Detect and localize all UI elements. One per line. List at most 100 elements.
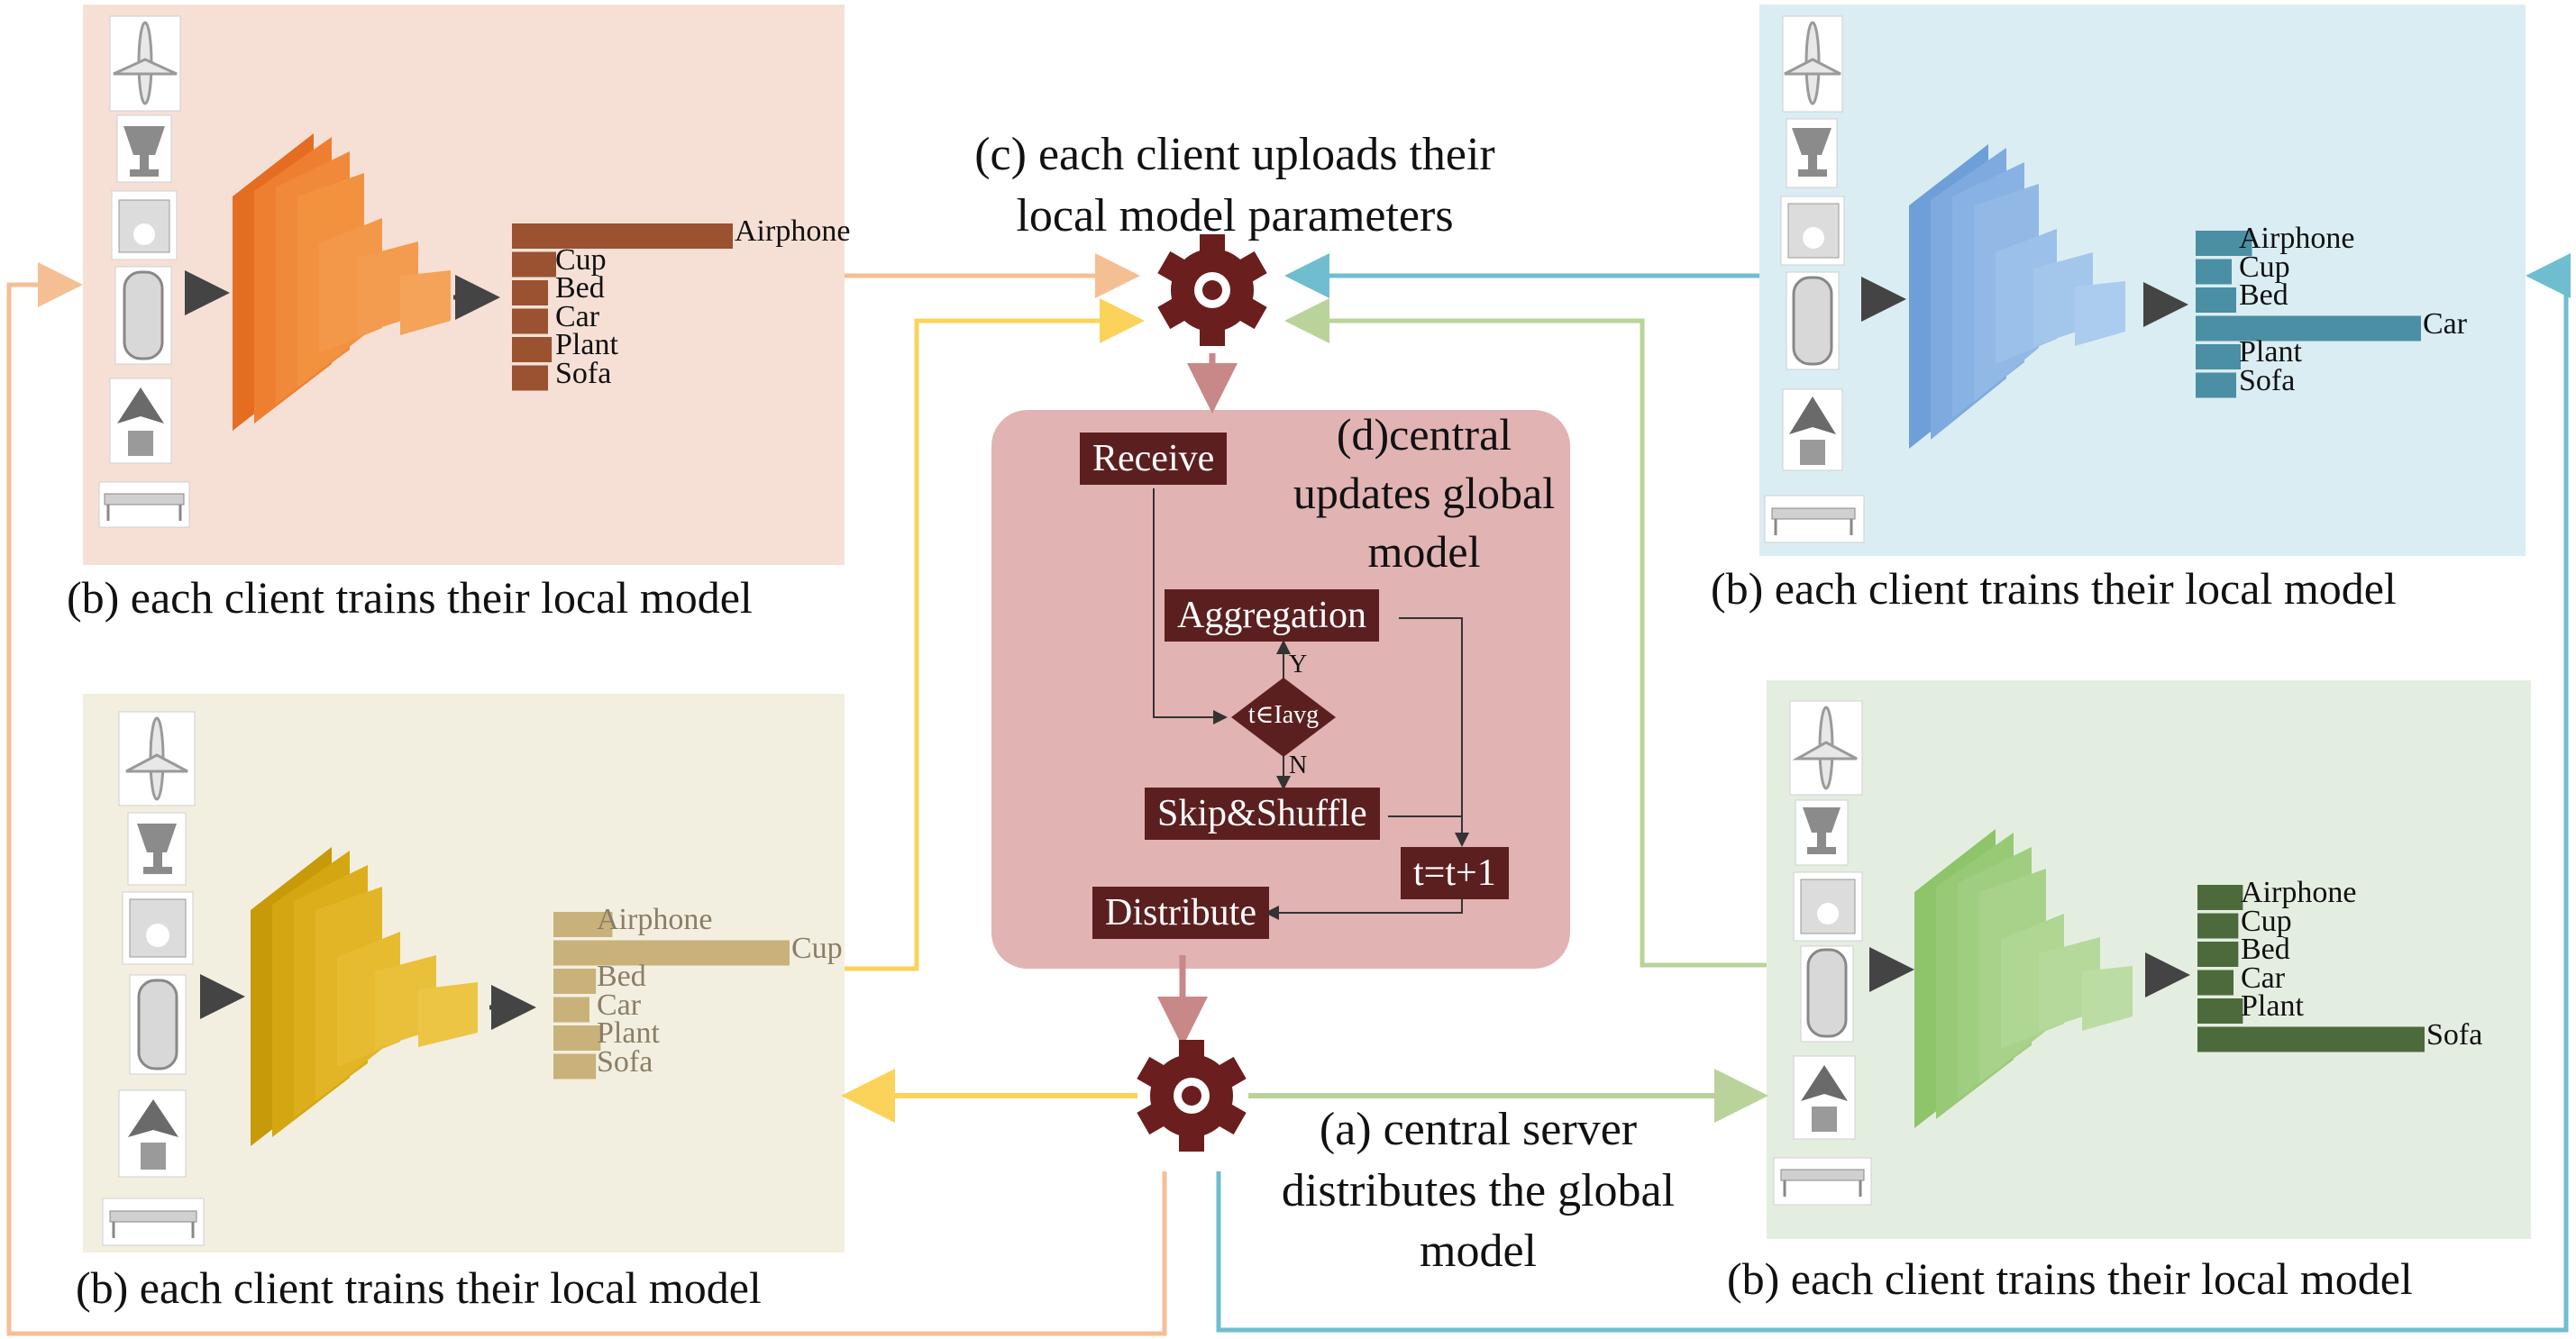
distribute-label: (a) central server distributes the globa… [1281,1104,1676,1278]
bar-label-cup: Cup [2241,904,2292,938]
bar-bed [2197,942,2239,967]
bar-cup [553,940,790,966]
bar-car [2197,970,2233,996]
bed-icon [118,199,170,253]
distribute-box: Distribute [1092,887,1269,940]
bar-airphone [553,912,613,937]
car-icon [1792,276,1833,366]
receive-box: Receive [1080,433,1228,486]
network-stack-orange [233,133,451,431]
bar-chart-bottom-left [553,912,790,1079]
cup-icon [1792,128,1832,177]
bar-chart-top-right [2196,231,2421,398]
car-icon [123,270,164,360]
plant-icon [128,1099,178,1170]
client-bottom-right-illustration [1773,700,2190,1206]
bar-bed [553,969,597,994]
plant-icon [1801,1065,1848,1132]
bar-label-airphone: Airphone [2241,876,2357,909]
condition-label: t∈Iavg [1247,701,1320,729]
bar-label-sofa: Sofa [597,1044,653,1079]
bar-sofa [2196,372,2236,398]
bar-sofa [512,365,548,391]
caption-top-left: (b) each client trains their local model [67,572,753,623]
bar-label-car: Car [2423,306,2468,341]
bar-label-plant: Plant [2241,989,2304,1023]
bar-plant [512,337,553,362]
bar-cup [512,251,556,278]
bed-icon [1800,879,1856,934]
bar-car [512,308,548,334]
cup-icon [123,126,165,177]
plant-icon [117,387,164,456]
bar-label-airphone: Airphone [735,214,851,248]
network-stack-blue [1909,144,2125,449]
bar-chart-top-left [512,223,733,391]
yes-label: Y [1289,651,1308,679]
bar-label-plant: Plant [555,328,618,361]
caption-bottom-left: (b) each client trains their local model [76,1262,762,1313]
bed-icon [129,898,187,958]
gear-icon-top [1157,234,1267,346]
client-top-right-illustration [1764,15,2188,543]
sofa-icon [1771,507,1856,535]
bar-label-sofa: Sofa [555,356,612,390]
bar-bed [512,280,548,305]
bar-cup [2197,913,2239,939]
upload-line-bottom-left [845,298,1145,971]
increment-box: t=t+1 [1401,847,1509,900]
bar-label-car: Car [597,988,642,1022]
no-label: N [1289,751,1308,779]
car-icon [137,979,178,1070]
bar-label-bed: Bed [597,960,646,993]
aggregation-box: Aggregation [1165,589,1379,642]
sofa-icon [104,493,185,521]
sofa-icon [1780,1169,1865,1197]
upload-line-bottom-right [1284,298,1767,968]
bar-sofa [553,1053,597,1079]
bar-airphone [512,223,733,249]
sofa-icon [109,1210,197,1238]
bar-label-bed: Bed [2239,278,2288,312]
flow-inc-to-distribute [1265,897,1463,920]
bar-label-sofa: Sofa [2426,1017,2483,1052]
caption-bottom-right: (b) each client trains their local model [1727,1253,2413,1304]
flow-aggregation-to-inc [1399,617,1469,847]
plant-icon [1789,396,1836,465]
bar-chart-bottom-right [2197,885,2425,1052]
bar-car [2196,315,2421,342]
client-bottom-left-illustration [102,711,536,1246]
bar-airphone [2197,885,2243,910]
network-stack-yellow [251,847,478,1146]
airplane-icon [1792,706,1858,790]
bar-plant [553,1025,601,1051]
skip-shuffle-box: Skip&Shuffle [1145,788,1380,841]
bar-plant [2196,344,2241,369]
flow-receive-to-cond [1153,488,1228,724]
central-update-label: (d)central updates global model [1293,409,1556,577]
client-panel-bottom-left [83,694,845,1252]
bar-airphone [2196,231,2252,256]
bar-label-airphone: Airphone [2239,222,2355,255]
bar-label-airphone: Airphone [597,903,713,936]
bar-label-cup: Cup [2239,250,2290,284]
bar-plant [2197,998,2243,1024]
cup-icon [1803,807,1841,854]
caption-top-right: (b) each client trains their local model [1711,563,2397,614]
upload-label: (c) each client uploads their local mode… [974,129,1495,241]
airplane-icon [1784,21,1841,105]
bar-label-plant: Plant [2239,335,2302,369]
client-top-left-illustration [98,15,500,528]
bar-label-bed: Bed [555,271,605,305]
cup-icon [137,824,177,874]
bar-label-cup: Cup [555,242,607,277]
bed-icon [1787,203,1840,259]
gear-icon-bottom [1137,1040,1247,1152]
bar-label-car: Car [555,299,600,333]
airplane-icon [113,21,178,105]
bar-sofa [2197,1026,2425,1052]
bar-cup [2196,259,2232,285]
airplane-icon [125,716,188,801]
bar-label-sofa: Sofa [2239,363,2296,397]
